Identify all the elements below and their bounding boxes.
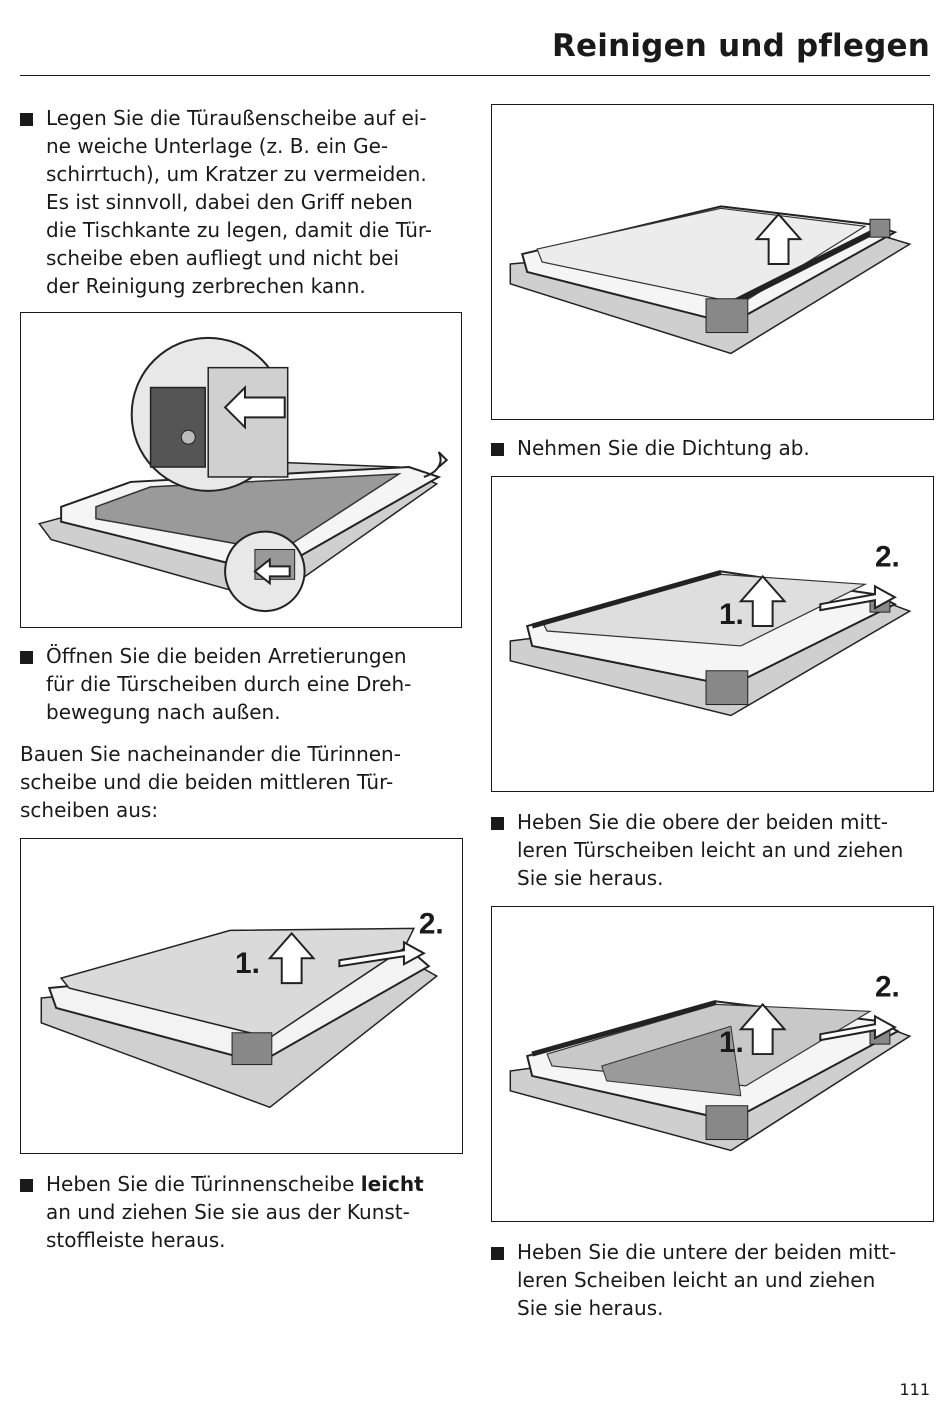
- left-column: Legen Sie die Türaußenscheibe auf ei-ne …: [20, 104, 465, 1254]
- illustration-remove-inner-pane: 1. 2.: [40, 907, 444, 1109]
- bullet-square: [20, 1179, 33, 1192]
- page-title: Reinigen und pflegen: [551, 28, 930, 64]
- header-rule: [20, 75, 930, 76]
- step-remove-upper-middle-pane: Heben Sie die obere der beiden mitt-lere…: [491, 808, 936, 892]
- illustration-remove-lower-middle-pane: 1. 2.: [509, 970, 912, 1152]
- illustration-open-locks: [38, 336, 449, 613]
- step-label-one: 1.: [719, 1026, 744, 1059]
- step-label-one: 1.: [235, 947, 260, 980]
- step-text: Heben Sie die untere der beiden mitt-ler…: [517, 1240, 897, 1320]
- step-label-two: 2.: [875, 540, 900, 573]
- step-text: Heben Sie die obere der beiden mitt-lere…: [517, 810, 904, 890]
- intro-paragraph: Bauen Sie nacheinander die Türinnen-sche…: [20, 742, 401, 822]
- figure-open-locks: [20, 312, 462, 628]
- page-number: 111: [899, 1380, 930, 1399]
- right-column: Nehmen Sie die Dichtung ab. 1. 2. Heben …: [491, 104, 936, 1322]
- step-text: Legen Sie die Türaußenscheibe auf ei-ne …: [46, 106, 433, 298]
- step-label-two: 2.: [419, 907, 444, 940]
- step-label-one: 1.: [719, 598, 744, 631]
- illustration-remove-upper-middle-pane: 1. 2.: [509, 540, 912, 717]
- figure-remove-upper-middle-pane: 1. 2.: [491, 476, 934, 792]
- step-label-two: 2.: [875, 970, 900, 1003]
- bullet-square: [20, 113, 33, 126]
- figure-remove-inner-pane: 1. 2.: [20, 838, 463, 1154]
- step-text: Nehmen Sie die Dichtung ab.: [517, 436, 810, 460]
- figure-remove-lower-middle-pane: 1. 2.: [491, 906, 934, 1222]
- illustration-remove-seal: [509, 205, 912, 355]
- figure-remove-seal: [491, 104, 934, 420]
- bullet-square: [491, 817, 504, 830]
- step-remove-lower-middle-pane: Heben Sie die untere der beiden mitt-ler…: [491, 1238, 936, 1322]
- bullet-square: [491, 443, 504, 456]
- bullet-square: [20, 651, 33, 664]
- emphasis-leicht: leicht: [360, 1172, 424, 1196]
- step-remove-seal: Nehmen Sie die Dichtung ab.: [491, 434, 936, 462]
- bullet-square: [491, 1247, 504, 1260]
- step-lay-door-pane: Legen Sie die Türaußenscheibe auf ei-ne …: [20, 104, 466, 300]
